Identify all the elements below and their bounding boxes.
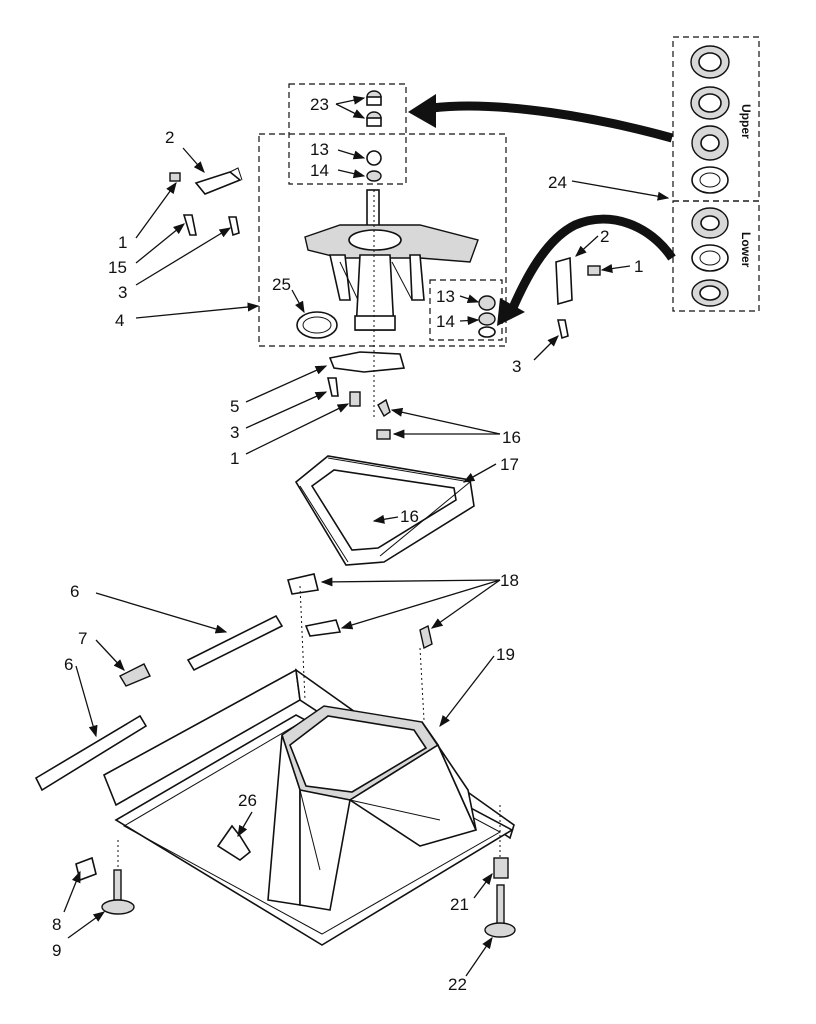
callout-labels: 2 1 15 3 4 23 13 14 25 13 14 2 1 3 24 5 …	[52, 95, 643, 994]
leader-lines	[63, 95, 670, 977]
callout-21: 21	[450, 895, 469, 914]
shaft-bearing-box	[288, 83, 407, 185]
callout-13-lower: 13	[436, 287, 455, 306]
seal-ring	[296, 311, 338, 339]
callout-26: 26	[238, 791, 257, 810]
callout-17: 17	[500, 455, 519, 474]
callout-13-upper: 13	[310, 140, 329, 159]
callout-2-left: 2	[165, 128, 174, 147]
gearcase-assembly	[304, 189, 479, 331]
callout-2-right: 2	[600, 227, 609, 246]
callout-3-middle: 3	[230, 423, 239, 442]
lower-bearing-box	[429, 279, 503, 341]
callout-15: 15	[108, 258, 127, 277]
callout-6-upper: 6	[70, 582, 79, 601]
alignment-lines	[117, 190, 501, 870]
callout-16-upper: 16	[502, 428, 521, 447]
left-bracket-parts	[169, 167, 243, 237]
lower-label: Lower	[739, 232, 753, 268]
callout-1-middle: 1	[230, 449, 239, 468]
callout-6-lower: 6	[64, 655, 73, 674]
bearing-arrows	[408, 94, 676, 326]
callout-25: 25	[272, 275, 291, 294]
callout-24: 24	[548, 173, 567, 192]
lower-bearing-set	[691, 207, 729, 307]
base-frame	[102, 668, 515, 946]
callout-7: 7	[78, 629, 87, 648]
bearing-kit-box: Upper Lower	[672, 36, 760, 312]
callout-16-lower: 16	[400, 507, 419, 526]
callout-14-upper: 14	[310, 161, 329, 180]
callout-8: 8	[52, 915, 61, 934]
callout-9: 9	[52, 941, 61, 960]
callout-3-right: 3	[512, 357, 521, 376]
callout-14-lower: 14	[436, 312, 455, 331]
callout-4: 4	[115, 311, 124, 330]
callout-5: 5	[230, 397, 239, 416]
callout-18: 18	[500, 571, 519, 590]
callout-1-right: 1	[634, 257, 643, 276]
callout-19: 19	[496, 645, 515, 664]
right-bracket-parts	[555, 256, 601, 340]
triangle-tub-support	[294, 455, 475, 566]
callout-22: 22	[448, 975, 467, 994]
callout-1-left-upper: 1	[118, 233, 127, 252]
frame-small-parts	[34, 573, 433, 861]
upper-label: Upper	[739, 104, 753, 139]
mechanism-box	[258, 133, 507, 347]
callout-3-left-upper: 3	[118, 283, 127, 302]
leveling-legs	[75, 856, 516, 938]
callout-23: 23	[310, 95, 329, 114]
upper-bearing-set	[690, 45, 730, 194]
